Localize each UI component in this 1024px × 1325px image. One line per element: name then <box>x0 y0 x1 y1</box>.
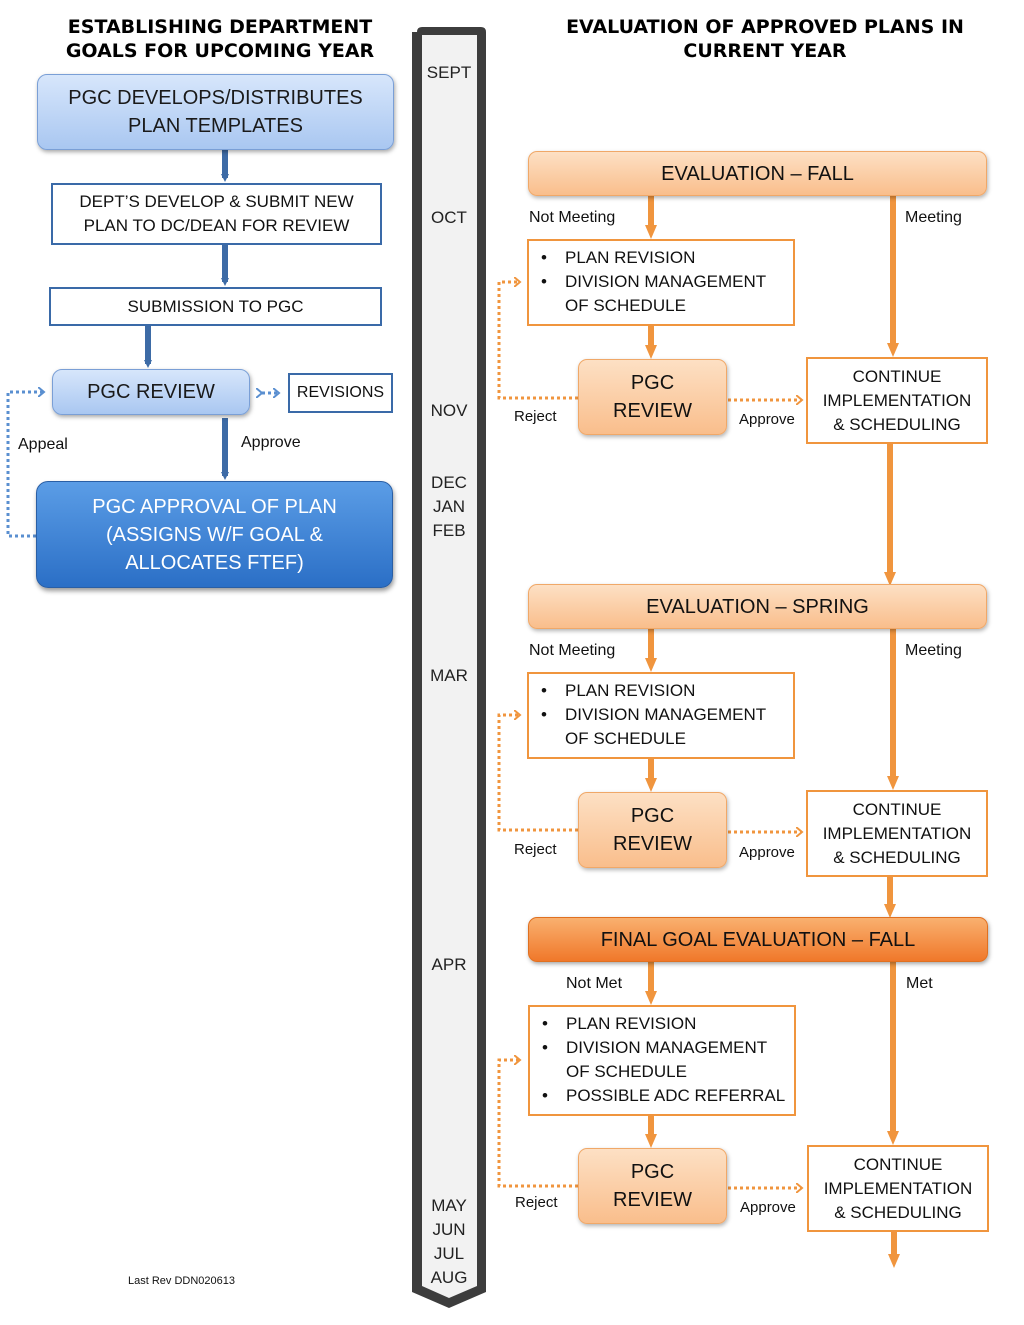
fall-reject-label: Reject <box>514 408 557 425</box>
dept-develop-box: DEPT’S DEVELOP & SUBMIT NEW PLAN TO DC/D… <box>51 183 382 245</box>
final-review-line-1: PGC <box>630 1161 675 1183</box>
month-mar: MAR <box>430 666 468 685</box>
final-pgc-review-box: PGC REVIEW <box>578 1148 727 1224</box>
right-heading-line-2: CURRENT YEAR <box>683 40 847 62</box>
final-evaluation-title: FINAL GOAL EVALUATION – FALL <box>600 928 916 951</box>
timeline-inner <box>422 35 477 1298</box>
templates-line-2: PLAN TEMPLATES <box>128 115 303 137</box>
fall-pgc-review-box: PGC REVIEW <box>578 359 727 435</box>
approval-line-1: PGC APPROVAL OF PLAN <box>92 495 337 518</box>
spring-continue-line-3: & SCHEDULING <box>833 847 961 867</box>
final-continue-line-1: CONTINUE <box>853 1154 943 1174</box>
final-not-met-label: Not Met <box>566 975 623 992</box>
left-heading-line-2: GOALS FOR UPCOMING YEAR <box>65 40 375 62</box>
left-pgc-review-box: PGC REVIEW <box>52 369 250 415</box>
fall-review-line-2: REVIEW <box>613 400 692 422</box>
final-item-division-management: DIVISION MANAGEMENT OF SCHEDULE <box>540 1036 786 1084</box>
month-jul: JUL <box>433 1244 465 1263</box>
arrow-spring-reject <box>497 715 578 832</box>
final-revision-box: PLAN REVISION DIVISION MANAGEMENT OF SCH… <box>528 1005 796 1116</box>
month-dec: DEC <box>431 473 467 492</box>
evaluation-spring-box: EVALUATION – SPRING <box>528 584 987 629</box>
final-continue-box: CONTINUE IMPLEMENTATION & SCHEDULING <box>807 1145 989 1232</box>
final-item-adc-referral: POSSIBLE ADC REFERRAL <box>540 1084 786 1108</box>
appeal-label: Appeal <box>18 436 68 453</box>
final-review-line-2: REVIEW <box>613 1189 692 1211</box>
final-item-plan-revision: PLAN REVISION <box>540 1012 786 1036</box>
month-jan: JAN <box>432 497 466 516</box>
fall-continue-line-1: CONTINUE <box>852 366 942 386</box>
left-heading: ESTABLISHING DEPARTMENT GOALS FOR UPCOMI… <box>30 15 410 63</box>
spring-approve-label: Approve <box>739 844 795 861</box>
fall-continue-box: CONTINUE IMPLEMENTATION & SCHEDULING <box>806 357 988 444</box>
spring-reject-label: Reject <box>514 841 557 858</box>
pgc-approval-box: PGC APPROVAL OF PLAN (ASSIGNS W/F GOAL &… <box>36 481 393 588</box>
spring-pgc-review-box: PGC REVIEW <box>578 792 727 868</box>
fall-item-plan-revision: PLAN REVISION <box>539 246 785 270</box>
fall-revision-box: PLAN REVISION DIVISION MANAGEMENT OF SCH… <box>527 239 795 326</box>
left-pgc-review-label: PGC REVIEW <box>87 381 215 403</box>
final-reject-label: Reject <box>515 1194 558 1211</box>
evaluation-fall-box: EVALUATION – FALL <box>528 151 987 196</box>
month-jun: JUN <box>432 1220 466 1239</box>
spring-meeting-label: Meeting <box>905 642 962 659</box>
spring-item-plan-revision: PLAN REVISION <box>539 679 785 703</box>
revisions-box: REVISIONS <box>288 373 393 413</box>
footnote: Last Rev DDN020613 <box>128 1275 236 1287</box>
revisions-label: REVISIONS <box>296 384 385 401</box>
submission-box: SUBMISSION TO PGC <box>49 287 382 326</box>
approval-line-2: (ASSIGNS W/F GOAL & <box>105 523 324 546</box>
left-heading-line-1: ESTABLISHING DEPARTMENT <box>67 16 373 38</box>
dept-develop-line-2: PLAN TO DC/DEAN FOR REVIEW <box>83 216 350 235</box>
approval-line-3: ALLOCATES FTEF) <box>125 551 304 574</box>
month-feb: FEB <box>432 521 466 540</box>
final-approve-label: Approve <box>740 1199 796 1216</box>
arrow-appeal-loop <box>6 392 44 538</box>
fall-approve-label: Approve <box>739 411 795 428</box>
spring-revision-box: PLAN REVISION DIVISION MANAGEMENT OF SCH… <box>527 672 795 759</box>
final-continue-line-2: IMPLEMENTATION <box>823 1178 973 1198</box>
month-nov: NOV <box>430 401 468 420</box>
fall-not-meeting-label: Not Meeting <box>529 209 616 226</box>
fall-item-division-management: DIVISION MANAGEMENT OF SCHEDULE <box>539 270 785 318</box>
left-approve-label: Approve <box>241 434 301 451</box>
spring-continue-box: CONTINUE IMPLEMENTATION & SCHEDULING <box>806 790 988 877</box>
fall-continue-line-3: & SCHEDULING <box>833 414 961 434</box>
month-aug: AUG <box>430 1268 468 1287</box>
fall-meeting-label: Meeting <box>905 209 962 226</box>
fall-review-line-1: PGC <box>630 372 675 394</box>
spring-continue-line-2: IMPLEMENTATION <box>822 823 972 843</box>
pgc-templates-box: PGC DEVELOPS/DISTRIBUTES PLAN TEMPLATES <box>37 74 394 150</box>
submission-label: SUBMISSION TO PGC <box>127 296 304 316</box>
evaluation-fall-title: EVALUATION – FALL <box>661 162 854 185</box>
evaluation-spring-title: EVALUATION – SPRING <box>646 595 869 618</box>
month-may: MAY <box>431 1196 467 1215</box>
final-met-label: Met <box>906 975 933 992</box>
month-oct: OCT <box>431 208 467 227</box>
dept-develop-line-1: DEPT’S DEVELOP & SUBMIT NEW <box>79 192 354 211</box>
final-evaluation-box: FINAL GOAL EVALUATION – FALL <box>528 917 988 962</box>
spring-review-line-2: REVIEW <box>613 833 692 855</box>
month-apr: APR <box>431 955 467 974</box>
arrow-fall-reject <box>497 282 578 400</box>
right-heading-line-1: EVALUATION OF APPROVED PLANS IN <box>566 16 964 38</box>
templates-line-1: PGC DEVELOPS/DISTRIBUTES <box>68 87 363 109</box>
right-heading: EVALUATION OF APPROVED PLANS IN CURRENT … <box>540 15 990 63</box>
final-continue-line-3: & SCHEDULING <box>834 1202 962 1222</box>
spring-item-division-management: DIVISION MANAGEMENT OF SCHEDULE <box>539 703 785 751</box>
fall-continue-line-2: IMPLEMENTATION <box>822 390 972 410</box>
spring-not-meeting-label: Not Meeting <box>529 642 616 659</box>
spring-review-line-1: PGC <box>630 805 675 827</box>
month-sept: SEPT <box>426 63 472 82</box>
spring-continue-line-1: CONTINUE <box>852 799 942 819</box>
